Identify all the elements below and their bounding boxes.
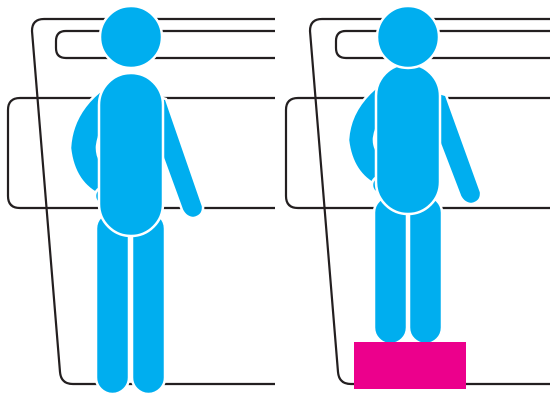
person-figure-left	[70, 6, 203, 394]
head	[100, 6, 162, 68]
panel-step	[286, 6, 550, 389]
right-leg	[132, 212, 165, 394]
step-stool	[354, 342, 466, 389]
machine-top-rail	[336, 31, 550, 58]
machine-top-rail	[56, 31, 275, 58]
left-leg	[374, 196, 407, 344]
torso	[376, 64, 440, 214]
left-leg	[96, 212, 129, 394]
head	[377, 6, 439, 68]
torso	[99, 73, 163, 236]
right-leg	[409, 196, 442, 344]
person-figure-right	[348, 6, 481, 344]
panel-floor	[8, 6, 275, 394]
